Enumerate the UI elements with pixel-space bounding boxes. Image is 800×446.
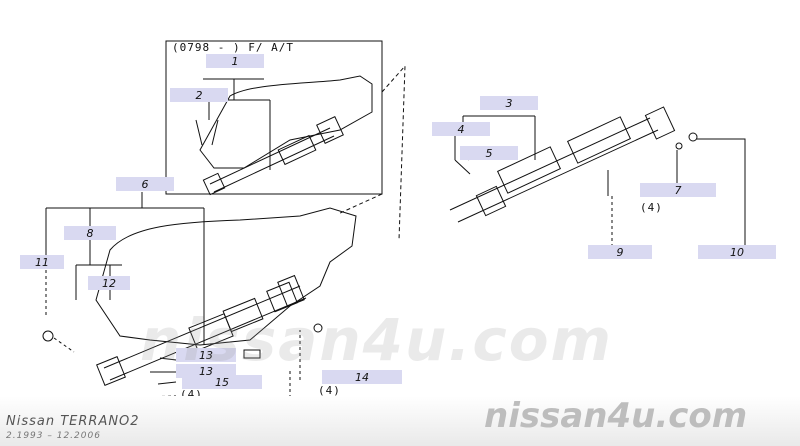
front-joint <box>96 356 126 386</box>
main-yoke <box>266 281 298 313</box>
callout-8[interactable]: 8 <box>64 226 116 240</box>
bolt-mid <box>243 349 261 359</box>
callout-1[interactable]: 1 <box>206 54 264 68</box>
main-shaft-upper <box>103 285 301 369</box>
connector-dash-lower <box>337 193 383 215</box>
callout-2[interactable]: 2 <box>170 88 228 102</box>
header-note: (0798 - ) F/ A/T <box>172 41 294 54</box>
watermark-logo: nissan4u.com <box>484 396 748 436</box>
rear-flange <box>644 106 676 140</box>
rear-shaft-lower <box>457 129 659 223</box>
inset-tube <box>277 134 317 166</box>
leader-10 <box>696 138 746 250</box>
main-shaft-tube2 <box>222 297 264 333</box>
connector-dash-right <box>381 64 406 241</box>
footer-band <box>0 396 800 446</box>
callout-9[interactable]: 9 <box>588 245 652 259</box>
callout-13b[interactable]: 13 <box>176 364 236 378</box>
qty-rear: (4) <box>640 201 663 214</box>
brand-title: Nissan TERRANO2 <box>6 414 140 429</box>
watermark-center: nissan4u.com <box>140 306 613 374</box>
leader-2 <box>195 119 219 146</box>
bracket-1-2 <box>203 78 271 170</box>
callout-15a[interactable]: 15 <box>182 375 262 389</box>
rear-shaft-tube2 <box>566 116 632 164</box>
callout-6[interactable]: 6 <box>116 177 174 191</box>
inset-shaft <box>209 127 335 193</box>
bolt-11 <box>42 330 54 342</box>
rear-washer <box>675 142 683 150</box>
main-transmission <box>95 207 357 346</box>
callout-7[interactable]: 7 <box>640 183 716 197</box>
rear-shaft-tube1 <box>496 146 562 194</box>
rear-shaft-upper <box>449 117 651 211</box>
callout-12[interactable]: 12 <box>88 276 130 290</box>
qty-right: (4) <box>318 384 341 397</box>
callout-4[interactable]: 4 <box>432 122 490 136</box>
callout-3[interactable]: 3 <box>480 96 538 110</box>
inset-yoke <box>316 116 344 144</box>
rear-nut <box>688 132 698 142</box>
main-shaft-lower <box>109 297 307 381</box>
callout-11[interactable]: 11 <box>20 255 64 269</box>
leader-13-15 <box>150 357 177 385</box>
callout-14a[interactable]: 14 <box>322 370 402 384</box>
inset-frame <box>165 40 383 195</box>
inset-transmission <box>199 75 373 169</box>
leader-bolt-11 <box>53 337 75 353</box>
callout-10[interactable]: 10 <box>698 245 776 259</box>
nut-right <box>313 323 323 333</box>
callout-13a[interactable]: 13 <box>176 348 236 362</box>
inset-joint <box>202 172 226 196</box>
callout-5[interactable]: 5 <box>460 146 518 160</box>
rear-shaft-joint <box>475 185 507 217</box>
main-flange <box>277 274 305 308</box>
year-range: 2.1993 – 12.2006 <box>6 431 101 441</box>
